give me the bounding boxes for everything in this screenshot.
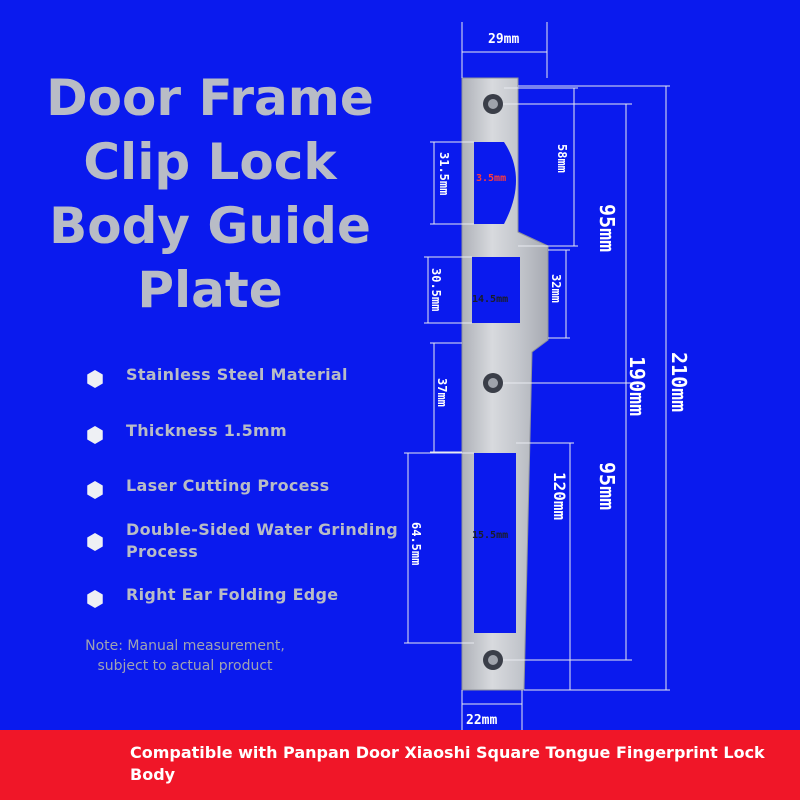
- feature-label: Double-Sided Water Grinding Process: [126, 520, 399, 561]
- upper-cutout: [474, 142, 516, 224]
- dimension-lines: [404, 22, 670, 730]
- feature-item: Thickness 1.5mm: [86, 420, 406, 444]
- dim-top-width: 29mm: [488, 32, 519, 47]
- feature-item: Right Ear Folding Edge: [86, 584, 406, 608]
- feature-item: Laser Cutting Process: [86, 475, 406, 499]
- dim-cutout1-span: 58mm: [555, 144, 569, 173]
- hexagon-bullet-icon: [87, 590, 103, 608]
- dim-cutout1-height: 31.5mm: [437, 152, 451, 195]
- measurement-note: Note: Manual measurement, subject to act…: [60, 636, 310, 676]
- screw-hole-icon: [483, 650, 503, 670]
- dim-lower-spacing: 95mm: [595, 462, 619, 510]
- dim-cutout1-width: 3.5mm: [476, 173, 506, 184]
- lower-cutout: [474, 453, 516, 633]
- dim-upper-spacing: 95mm: [595, 204, 619, 252]
- feature-item: Stainless Steel Material: [86, 364, 406, 388]
- compatibility-text: Compatible with Panpan Door Xiaoshi Squa…: [130, 743, 765, 784]
- title-line-2: Clip Lock: [83, 133, 337, 191]
- note-line-2: subject to actual product: [97, 658, 273, 674]
- feature-label: Laser Cutting Process: [126, 476, 330, 495]
- compatibility-banner: [0, 730, 800, 800]
- title-line-4: Plate: [137, 261, 283, 319]
- dim-cutout3-width: 15.5mm: [472, 530, 508, 541]
- hexagon-bullet-icon: [87, 370, 103, 388]
- feature-label: Stainless Steel Material: [126, 365, 348, 384]
- dim-hole-spacing-mid: 37mm: [435, 378, 449, 407]
- feature-item: Double-Sided Water Grinding Process: [86, 519, 406, 563]
- hexagon-bullet-icon: [87, 426, 103, 444]
- title-line-3: Body Guide: [49, 197, 371, 255]
- screw-hole-icon: [483, 373, 503, 393]
- note-line-1: Note: Manual measurement,: [85, 638, 285, 654]
- title-line-1: Door Frame: [46, 69, 374, 127]
- dim-hole-span: 190mm: [625, 356, 649, 416]
- dim-cutout3-height: 64.5mm: [409, 522, 423, 565]
- hexagon-bullet-icon: [87, 481, 103, 499]
- middle-cutout: [472, 257, 520, 323]
- dim-cutout2-span: 32mm: [549, 274, 563, 303]
- screw-hole-icon: [483, 94, 503, 114]
- dim-cutout2-height: 30.5mm: [429, 268, 443, 311]
- dim-total-length: 210mm: [667, 352, 691, 412]
- feature-label: Right Ear Folding Edge: [126, 585, 339, 604]
- hexagon-bullet-icon: [87, 533, 103, 551]
- feature-label: Thickness 1.5mm: [126, 421, 287, 440]
- dim-cutout3-span: 120mm: [550, 472, 569, 521]
- page-title: Door Frame Clip Lock Body Guide Plate: [20, 66, 400, 322]
- dim-bottom-width: 22mm: [466, 713, 497, 728]
- dim-cutout2-width: 14.5mm: [472, 294, 508, 305]
